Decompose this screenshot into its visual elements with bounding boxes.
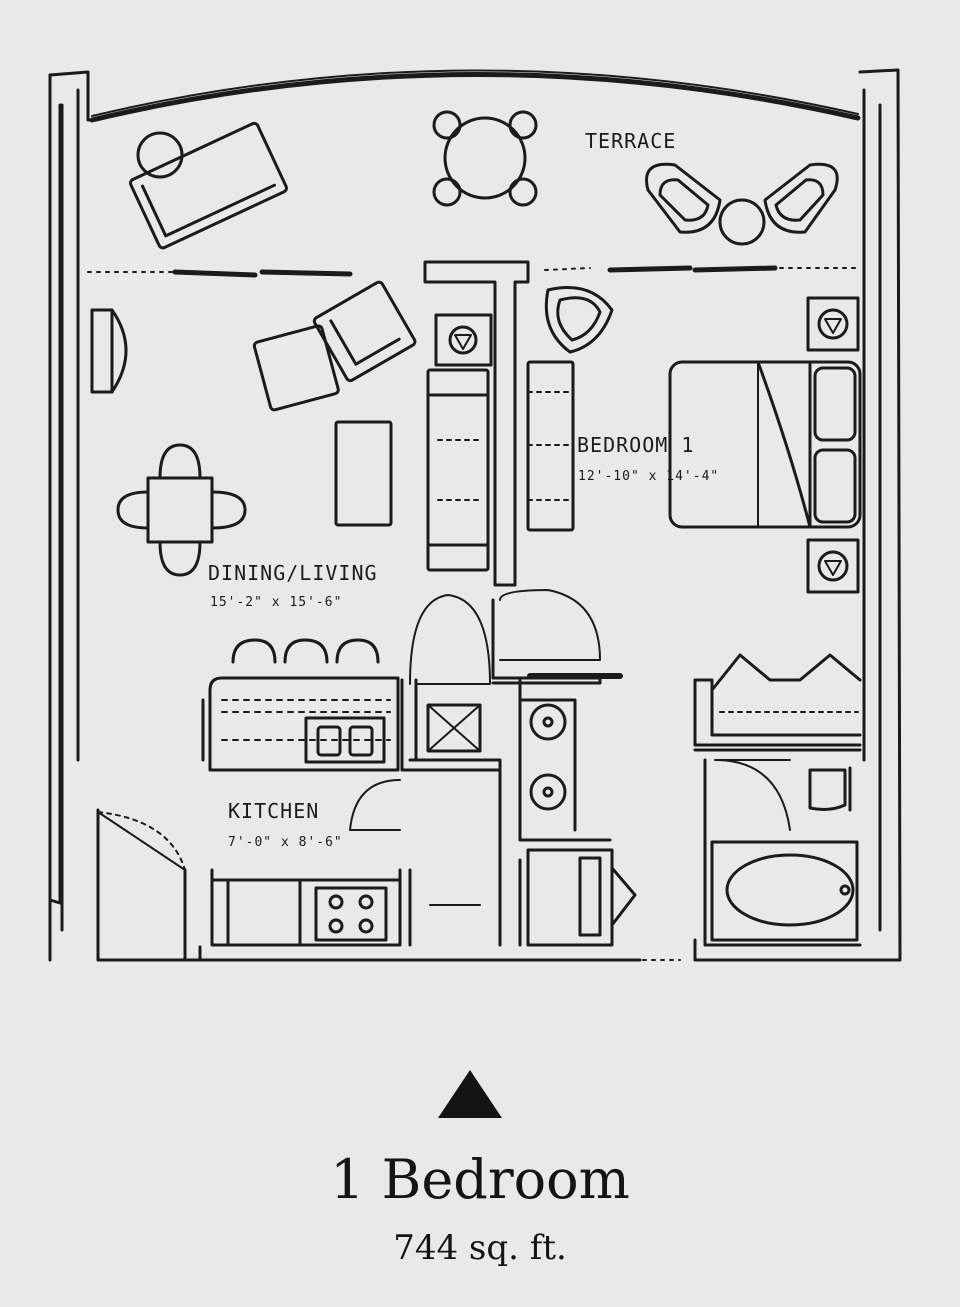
exterior-walls: [48, 68, 902, 962]
dim-bedroom: 12'-10" x 14'-4": [578, 469, 719, 484]
dim-kitchen: 7'-0" x 8'-6": [228, 835, 343, 850]
closet: [693, 653, 862, 747]
label-dining-living: DINING/LIVING: [208, 561, 378, 585]
terrace-slider: [87, 265, 859, 278]
bathroom: [693, 748, 862, 947]
terrace-furniture: [129, 110, 839, 250]
bedroom-furniture: [526, 286, 862, 594]
floor-plan: TERRACE BEDROOM 1 12'-10" x 14'-4" DININ…: [48, 68, 902, 962]
partition-wall: [423, 260, 623, 685]
label-terrace: TERRACE: [585, 129, 676, 153]
entry-door: [97, 811, 186, 871]
unit-area: 744 sq. ft.: [393, 1228, 567, 1268]
label-kitchen: KITCHEN: [228, 799, 319, 823]
kitchen: [201, 594, 502, 947]
living-furniture: [90, 280, 493, 577]
vanity: [499, 589, 681, 961]
unit-title: 1 Bedroom: [330, 1148, 630, 1211]
label-bedroom: BEDROOM 1: [577, 433, 694, 457]
dim-dining-living: 15'-2" x 15'-6": [210, 595, 342, 610]
triangle-up-icon: [438, 1070, 502, 1118]
